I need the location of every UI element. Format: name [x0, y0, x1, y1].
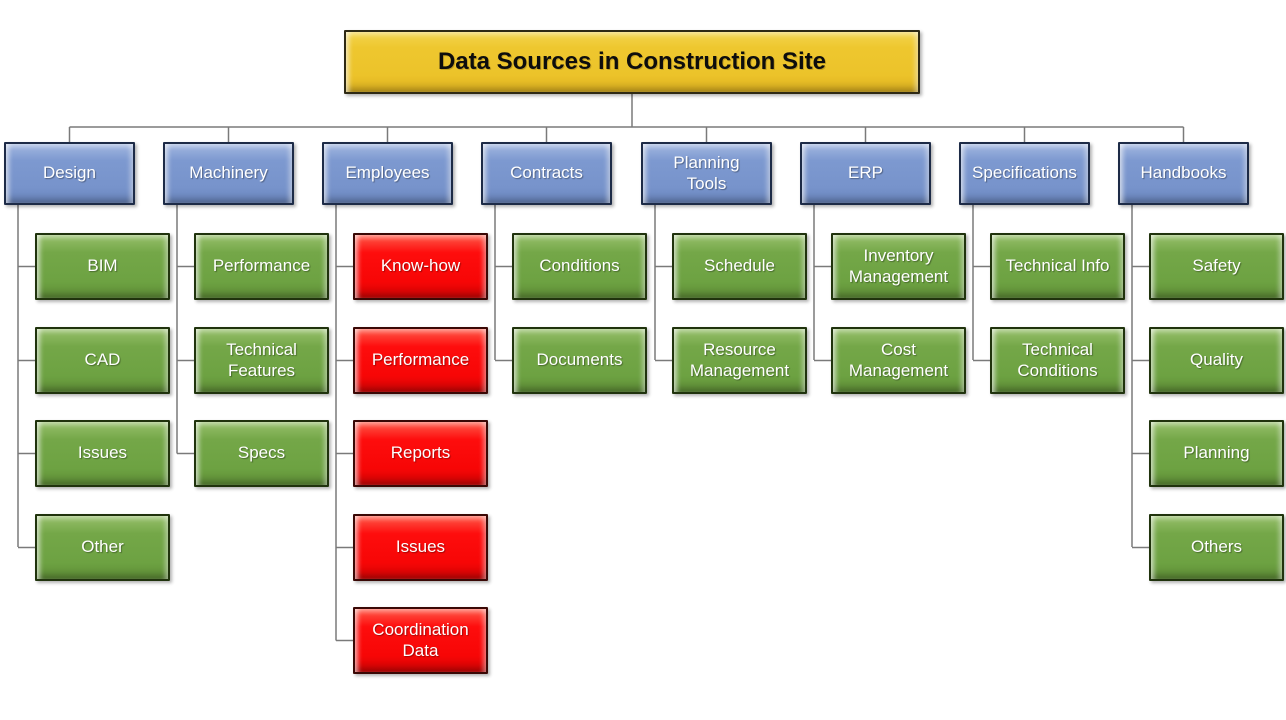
leaf-node-planning-tools-resource-management: Resource Management — [672, 327, 807, 394]
leaf-node-machinery-specs: Specs — [194, 420, 329, 487]
category-node-design: Design — [4, 142, 135, 205]
leaf-node-employees-performance: Performance — [353, 327, 488, 394]
leaf-node-machinery-technical-features: Technical Features — [194, 327, 329, 394]
category-node-planning-tools: Planning Tools — [641, 142, 772, 205]
category-node-specifications: Specifications — [959, 142, 1090, 205]
leaf-node-employees-coordination-data: Coordination Data — [353, 607, 488, 674]
leaf-node-machinery-performance: Performance — [194, 233, 329, 300]
leaf-node-contracts-documents: Documents — [512, 327, 647, 394]
leaf-node-design-issues: Issues — [35, 420, 170, 487]
leaf-node-design-cad: CAD — [35, 327, 170, 394]
root-node: Data Sources in Construction Site — [344, 30, 920, 94]
leaf-node-erp-inventory-management: Inventory Management — [831, 233, 966, 300]
leaf-node-design-other: Other — [35, 514, 170, 581]
leaf-node-handbooks-planning: Planning — [1149, 420, 1284, 487]
category-node-machinery: Machinery — [163, 142, 294, 205]
category-node-erp: ERP — [800, 142, 931, 205]
leaf-node-employees-reports: Reports — [353, 420, 488, 487]
leaf-node-employees-know-how: Know-how — [353, 233, 488, 300]
category-node-contracts: Contracts — [481, 142, 612, 205]
leaf-node-erp-cost-management: Cost Management — [831, 327, 966, 394]
leaf-node-handbooks-others: Others — [1149, 514, 1284, 581]
leaf-node-contracts-conditions: Conditions — [512, 233, 647, 300]
leaf-node-handbooks-safety: Safety — [1149, 233, 1284, 300]
leaf-node-handbooks-quality: Quality — [1149, 327, 1284, 394]
category-node-handbooks: Handbooks — [1118, 142, 1249, 205]
category-node-employees: Employees — [322, 142, 453, 205]
leaf-node-specifications-technical-info: Technical Info — [990, 233, 1125, 300]
leaf-node-employees-issues: Issues — [353, 514, 488, 581]
leaf-node-specifications-technical-conditions: Technical Conditions — [990, 327, 1125, 394]
leaf-node-planning-tools-schedule: Schedule — [672, 233, 807, 300]
leaf-node-design-bim: BIM — [35, 233, 170, 300]
